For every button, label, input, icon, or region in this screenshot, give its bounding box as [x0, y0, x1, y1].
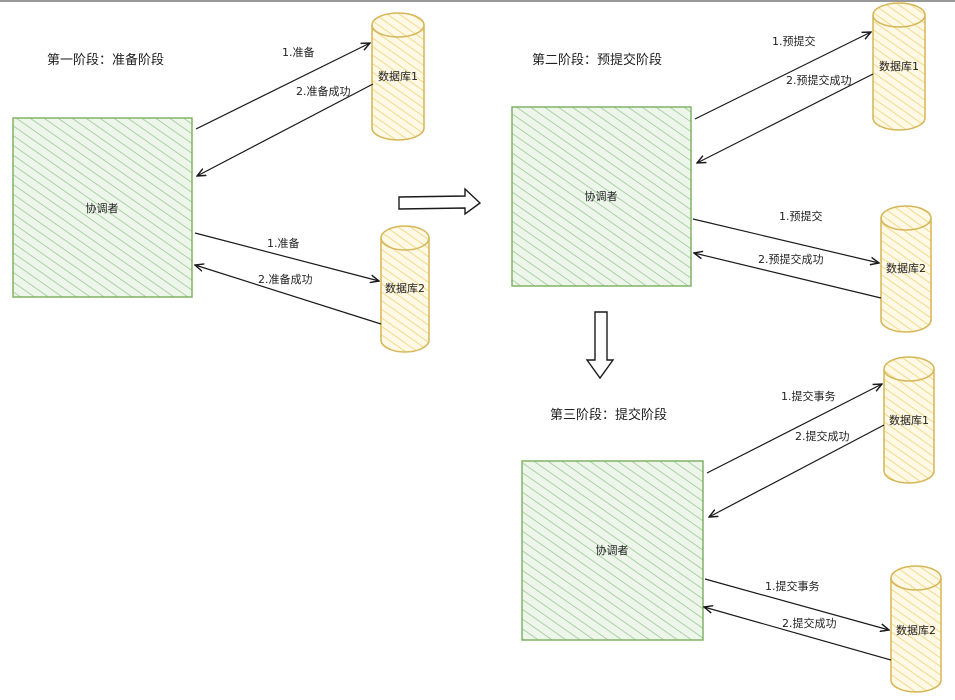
stage-2-title: 第二阶段：预提交阶段: [532, 52, 662, 68]
stage-2-arrow-from-db2: [694, 253, 882, 299]
transition-arrow-down: [585, 311, 615, 380]
stage-2-label-from-db2: 2.预提交成功: [758, 252, 824, 266]
stage-2-label-to-db2: 1.预提交: [779, 209, 823, 223]
transition-arrow-right: [398, 187, 482, 216]
stage-1-db2-top: [380, 225, 430, 251]
stage-3-arrow-from-db2: [704, 607, 892, 661]
stage-1-label-from-db1: 2.准备成功: [296, 84, 351, 98]
stage-3-db1-top: [883, 356, 935, 382]
stage-3-coordinator-box: [521, 460, 704, 641]
stage-2-db1-top: [872, 2, 926, 28]
stage-3-db1: 数据库1: [883, 356, 935, 484]
stage-3-label-to-db1: 1.提交事务: [781, 389, 836, 403]
stage-3-coordinator: 协调者: [521, 460, 704, 641]
stage-3-db2: 数据库2: [890, 565, 942, 693]
stage-1-db1-top: [371, 12, 425, 38]
stage-2-arrow-to-db1: [694, 32, 871, 120]
stage-3: 第三阶段：提交阶段 协调者 数据库1 数据库2 1.提交事务 2.提交成功 1.…: [521, 356, 942, 693]
stage-2-db2: 数据库2: [880, 205, 932, 333]
stage-3-db2-label: 数据库2: [896, 623, 936, 637]
stage-1-coordinator: 协调者: [12, 117, 193, 298]
stage-1-arrow-to-db1: [195, 43, 370, 130]
stage-3-arrow-from-db1: [709, 424, 885, 517]
stage-3-db1-label: 数据库1: [889, 413, 929, 427]
stage-3-db1-body: [883, 369, 935, 484]
stage-2-label-to-db1: 1.预提交: [772, 34, 816, 48]
stage-2-db2-top: [880, 205, 932, 231]
stage-1-label-from-db2: 2.准备成功: [258, 272, 313, 286]
stage-2-coordinator: 协调者: [511, 106, 692, 287]
stage-1-db2-label: 数据库2: [385, 281, 425, 295]
stage-2-db1-body: [872, 15, 926, 131]
stage-1-db1: 数据库1: [371, 12, 425, 141]
stage-2-db1-label: 数据库1: [879, 59, 919, 73]
stage-1-arrow-from-db2: [195, 265, 382, 325]
stage-3-coordinator-label: 协调者: [596, 543, 629, 557]
stage-3-db2-body: [890, 578, 942, 693]
stage-2: 第二阶段：预提交阶段 协调者 数据库1 数据库2 1.预提交 2.预提交成功 1…: [511, 2, 932, 333]
stage-2-arrow-to-db2: [692, 218, 879, 263]
stage-2-arrow-from-db1: [697, 73, 874, 163]
stage-3-label-to-db2: 1.提交事务: [765, 579, 820, 593]
stage-1-title: 第一阶段：准备阶段: [47, 52, 164, 68]
stage-2-label-from-db1: 2.预提交成功: [786, 73, 852, 87]
stage-3-title: 第三阶段：提交阶段: [550, 407, 667, 423]
stage-2-db2-body: [880, 218, 932, 333]
stage-1-label-to-db2: 1.准备: [267, 236, 300, 250]
stage-3-label-from-db1: 2.提交成功: [795, 429, 850, 443]
stage-2-db2-label: 数据库2: [886, 261, 926, 275]
stage-1-label-to-db1: 1.准备: [282, 45, 315, 59]
stage-1-arrow-from-db1: [197, 83, 374, 176]
stage-3-label-from-db2: 2.提交成功: [782, 616, 837, 630]
stage-1-coordinator-label: 协调者: [86, 201, 119, 215]
stage-1-arrow-to-db2: [194, 232, 379, 281]
stage-1-db1-label: 数据库1: [378, 69, 418, 83]
stage-2-coordinator-label: 协调者: [585, 189, 618, 203]
stage-1-db1-body: [371, 25, 425, 141]
stage-2-coordinator-box: [511, 106, 692, 287]
stage-2-db1: 数据库1: [872, 2, 926, 131]
stage-1-db2-body: [380, 238, 430, 353]
stage-1: 第一阶段：准备阶段 协调者 数据库1 数据库2 1.准备 2.准备成功 1.准备…: [12, 12, 430, 353]
stage-1-db2: 数据库2: [380, 225, 430, 353]
stage-3-db2-top: [890, 565, 942, 591]
stage-3-arrow-to-db1: [706, 384, 882, 474]
stage-1-coordinator-box: [12, 117, 193, 298]
stage-3-arrow-to-db2: [704, 578, 889, 630]
